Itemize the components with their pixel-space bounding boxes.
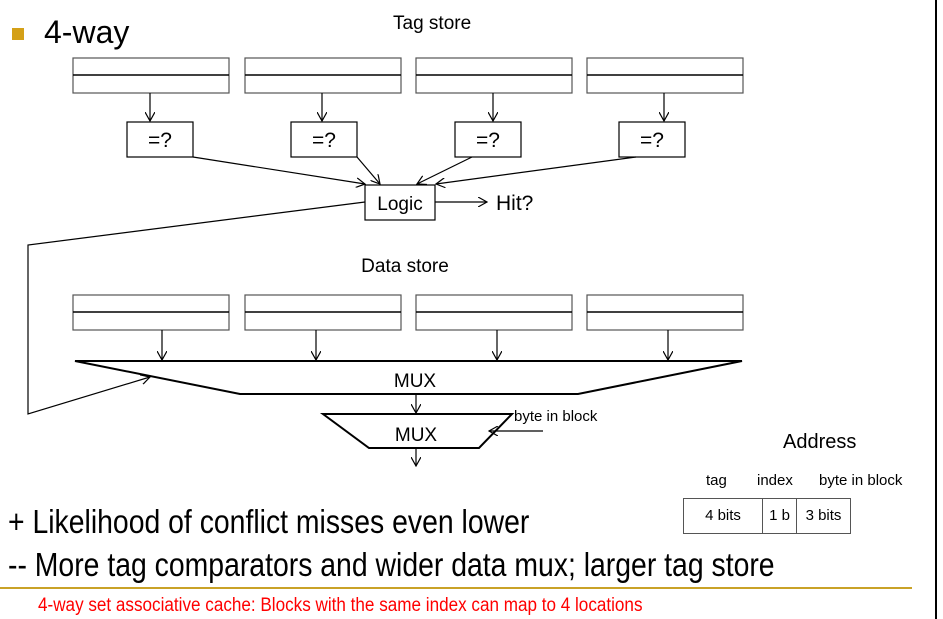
data-way-3 xyxy=(415,294,573,360)
tag-way-1 xyxy=(72,57,230,121)
address-field-label-byte: byte in block xyxy=(819,472,903,489)
byte-mux-label: MUX xyxy=(395,425,438,446)
slide-caption: 4-way set associative cache: Blocks with… xyxy=(38,595,643,616)
comparator-2: =? xyxy=(290,121,358,158)
way-mux-label: MUX xyxy=(394,371,437,392)
cmp1-to-logic-arrow xyxy=(192,156,365,184)
address-field-label-tag: tag xyxy=(706,472,727,489)
data-store-label: Data store xyxy=(361,256,449,277)
way-mux-shape xyxy=(74,360,743,395)
address-field-label-index: index xyxy=(757,472,793,489)
tag-way-3 xyxy=(415,57,573,121)
comparator-label: =? xyxy=(312,129,336,152)
comparator-box xyxy=(454,121,522,158)
comparator-label: =? xyxy=(148,129,172,152)
comparator-1: =? xyxy=(126,121,194,158)
address-cell-tag: 4 bits xyxy=(684,499,763,533)
advantage-text: + Likelihood of conflict misses even low… xyxy=(8,503,530,540)
slide-border xyxy=(935,0,937,619)
tag-way-2 xyxy=(244,57,402,121)
hit-label: Hit? xyxy=(496,192,533,215)
logic-box xyxy=(364,184,436,221)
cmp2-to-logic-arrow xyxy=(356,156,380,184)
cmp3-to-logic-arrow xyxy=(417,156,473,184)
data-way-2 xyxy=(244,294,402,360)
comparator-box xyxy=(126,121,194,158)
footer-rule xyxy=(0,587,912,589)
data-store xyxy=(72,294,744,360)
logic-block: Logic xyxy=(364,184,436,221)
comparator-box xyxy=(618,121,686,158)
comparator-label: =? xyxy=(640,129,664,152)
comparator-4: =? xyxy=(618,121,686,158)
comparator-box xyxy=(290,121,358,158)
address-title: Address xyxy=(783,431,857,453)
bullet-marker xyxy=(12,28,24,40)
address-format-table: 4 bits 1 b 3 bits xyxy=(683,498,851,534)
byte-mux-shape xyxy=(319,413,515,449)
tag-way-4 xyxy=(586,57,744,121)
comparators: =? =? =? =? xyxy=(126,121,686,158)
byte-select-label: byte in block xyxy=(514,408,598,425)
comparator-label: =? xyxy=(476,129,500,152)
slide-title: 4-way xyxy=(44,14,130,50)
disadvantage-text: -- More tag comparators and wider data m… xyxy=(8,546,775,583)
byte-mux: MUX xyxy=(319,413,515,449)
way-mux: MUX xyxy=(74,360,743,395)
address-cell-byte: 3 bits xyxy=(805,507,842,524)
tag-store xyxy=(72,57,744,121)
way-select-path xyxy=(27,201,366,415)
address-cell-index: 1 b xyxy=(763,499,797,533)
tag-store-label: Tag store xyxy=(393,13,471,34)
cmp4-to-logic-arrow xyxy=(436,156,637,184)
data-way-4 xyxy=(586,294,744,360)
comparator-3: =? xyxy=(454,121,522,158)
logic-label: Logic xyxy=(377,194,422,215)
data-way-1 xyxy=(72,294,230,360)
